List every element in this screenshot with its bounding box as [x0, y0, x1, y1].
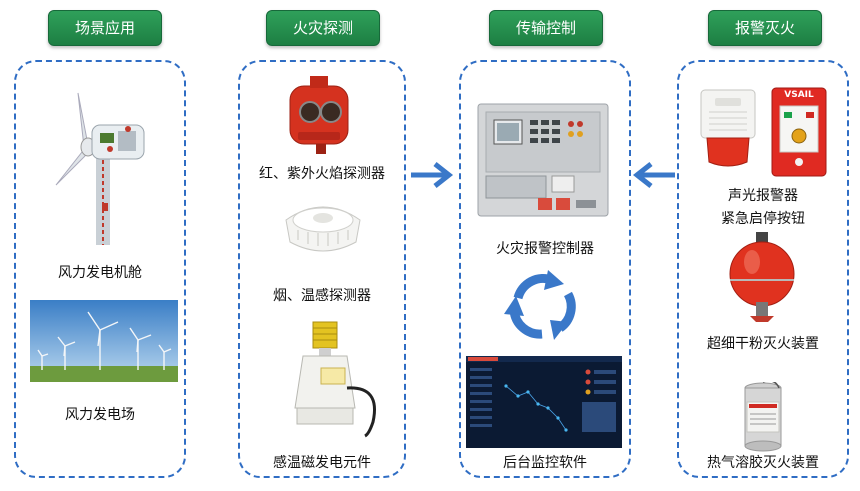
header-alarm: 报警灭火 [708, 10, 822, 46]
wind-farm-label: 风力发电场 [65, 407, 135, 423]
flame-detector-label: 红、紫外火焰探测器 [259, 166, 385, 182]
thermal-element-label: 感温磁发电元件 [273, 455, 371, 471]
wind-farm-image [30, 300, 178, 382]
arrow-left-icon [632, 162, 675, 188]
column-transmit [459, 60, 631, 478]
header-scene: 场景应用 [48, 10, 162, 46]
nacelle-image [55, 92, 145, 245]
powder-extinguisher-label: 超细干粉灭火装置 [707, 336, 819, 352]
stop-button-label: 紧急启停按钮 [721, 211, 805, 227]
sounder-strobe-image [700, 89, 756, 167]
flame-detector-image [289, 76, 349, 154]
smoke-detector-label: 烟、温感探测器 [273, 288, 371, 304]
powder-extinguisher-image [729, 232, 795, 322]
emergency-stop-brand: VSAIL [784, 90, 814, 100]
monitoring-software-image [466, 356, 622, 448]
header-transmit: 传输控制 [489, 10, 603, 46]
aerosol-extinguisher-image [744, 382, 782, 452]
header-detect: 火灾探测 [266, 10, 380, 46]
nacelle-label: 风力发电机舱 [58, 265, 142, 281]
emergency-stop-image [771, 87, 827, 177]
sounder-label: 声光报警器 [728, 188, 798, 204]
column-detect [238, 60, 406, 478]
monitoring-software-label: 后台监控软件 [503, 455, 587, 471]
thermal-element-image [294, 321, 376, 438]
alarm-controller-label: 火灾报警控制器 [496, 241, 594, 257]
arrow-right-icon [411, 162, 454, 188]
smoke-detector-image [285, 206, 361, 252]
aerosol-extinguisher-label: 热气溶胶灭火装置 [707, 455, 819, 471]
alarm-controller-image [477, 103, 609, 217]
column-alarm [677, 60, 849, 478]
cycle-arrows-icon [504, 270, 576, 340]
column-scene [14, 60, 186, 478]
